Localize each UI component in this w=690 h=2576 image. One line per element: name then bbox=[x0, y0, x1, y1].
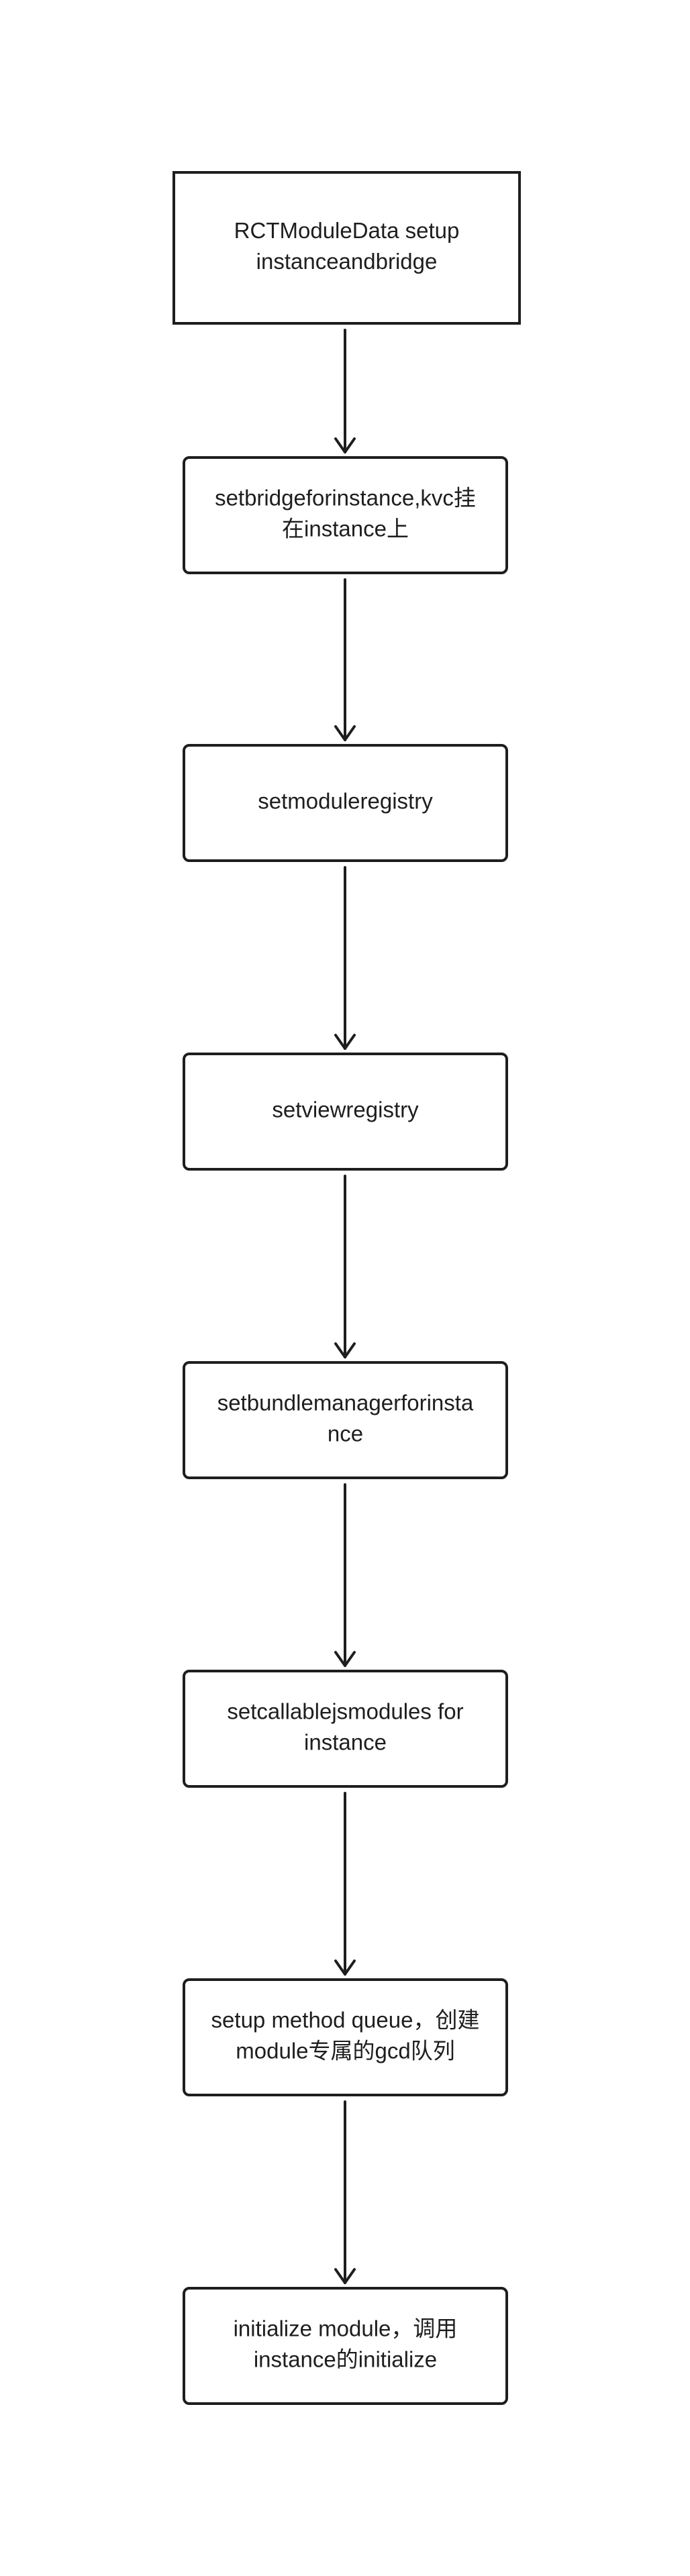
flow-node-label: setbridgeforinstance,kvc挂 bbox=[215, 486, 476, 511]
flow-arrow bbox=[334, 578, 356, 741]
flow-node-label: instance的initialize bbox=[254, 2347, 437, 2372]
flow-node-label: setup method queue，创建 bbox=[211, 2008, 480, 2033]
flow-node: setviewregistry bbox=[183, 1053, 508, 1171]
nodes-layer: RCTModuleData setup instanceandbridge setb… bbox=[172, 171, 521, 2405]
flow-node-label: module专属的gcd队列 bbox=[236, 2039, 454, 2063]
flow-node-box bbox=[183, 1670, 508, 1788]
arrow-head-icon bbox=[334, 1342, 356, 1358]
flow-arrow bbox=[334, 1175, 356, 1358]
arrow-head-icon bbox=[334, 1651, 356, 1667]
arrow-head-icon bbox=[334, 2268, 356, 2284]
flow-node-box bbox=[183, 1361, 508, 1479]
flow-node: setup method queue，创建 module专属的gcd队列 bbox=[183, 1978, 508, 2096]
flow-node-label: instanceandbridge bbox=[256, 249, 438, 274]
flow-node: RCTModuleData setup instanceandbridge bbox=[172, 171, 521, 325]
flow-node-box bbox=[183, 1053, 508, 1171]
arrow-head-icon bbox=[334, 1960, 356, 1976]
flow-node: setmoduleregistry bbox=[183, 744, 508, 862]
flow-node-label: setbundlemanagerforinsta bbox=[217, 1391, 474, 1415]
flow-arrow bbox=[334, 2100, 356, 2284]
flow-node: setbundlemanagerforinsta nce bbox=[183, 1361, 508, 1479]
flow-arrow bbox=[334, 1792, 356, 1976]
flow-node-box bbox=[183, 744, 508, 862]
flow-node: setcallablejsmodules for instance bbox=[183, 1670, 508, 1788]
flow-arrow bbox=[334, 1483, 356, 1667]
arrows-layer bbox=[334, 329, 356, 2284]
flow-node-box bbox=[172, 171, 521, 325]
arrow-head-icon bbox=[334, 1034, 356, 1050]
flow-node-label: instance bbox=[304, 1730, 387, 1755]
flow-node-box bbox=[183, 2287, 508, 2405]
flow-node-label: setviewregistry bbox=[272, 1097, 419, 1122]
flow-arrow bbox=[334, 866, 356, 1050]
flow-node-label: initialize module，调用 bbox=[234, 2316, 458, 2341]
flow-node-label: RCTModuleData setup bbox=[234, 218, 460, 243]
flow-node-box bbox=[183, 456, 508, 574]
arrow-head-icon bbox=[334, 725, 356, 741]
flow-node: initialize module，调用 instance的initialize bbox=[183, 2287, 508, 2405]
flow-node-label: setmoduleregistry bbox=[258, 789, 433, 814]
flow-node-box bbox=[183, 1978, 508, 2096]
arrow-head-icon bbox=[334, 437, 356, 453]
flow-node-label: setcallablejsmodules for bbox=[227, 1699, 463, 1724]
flow-arrow bbox=[334, 329, 356, 453]
flow-node-label: nce bbox=[328, 1421, 363, 1446]
flow-node-label: 在instance上 bbox=[282, 517, 409, 541]
